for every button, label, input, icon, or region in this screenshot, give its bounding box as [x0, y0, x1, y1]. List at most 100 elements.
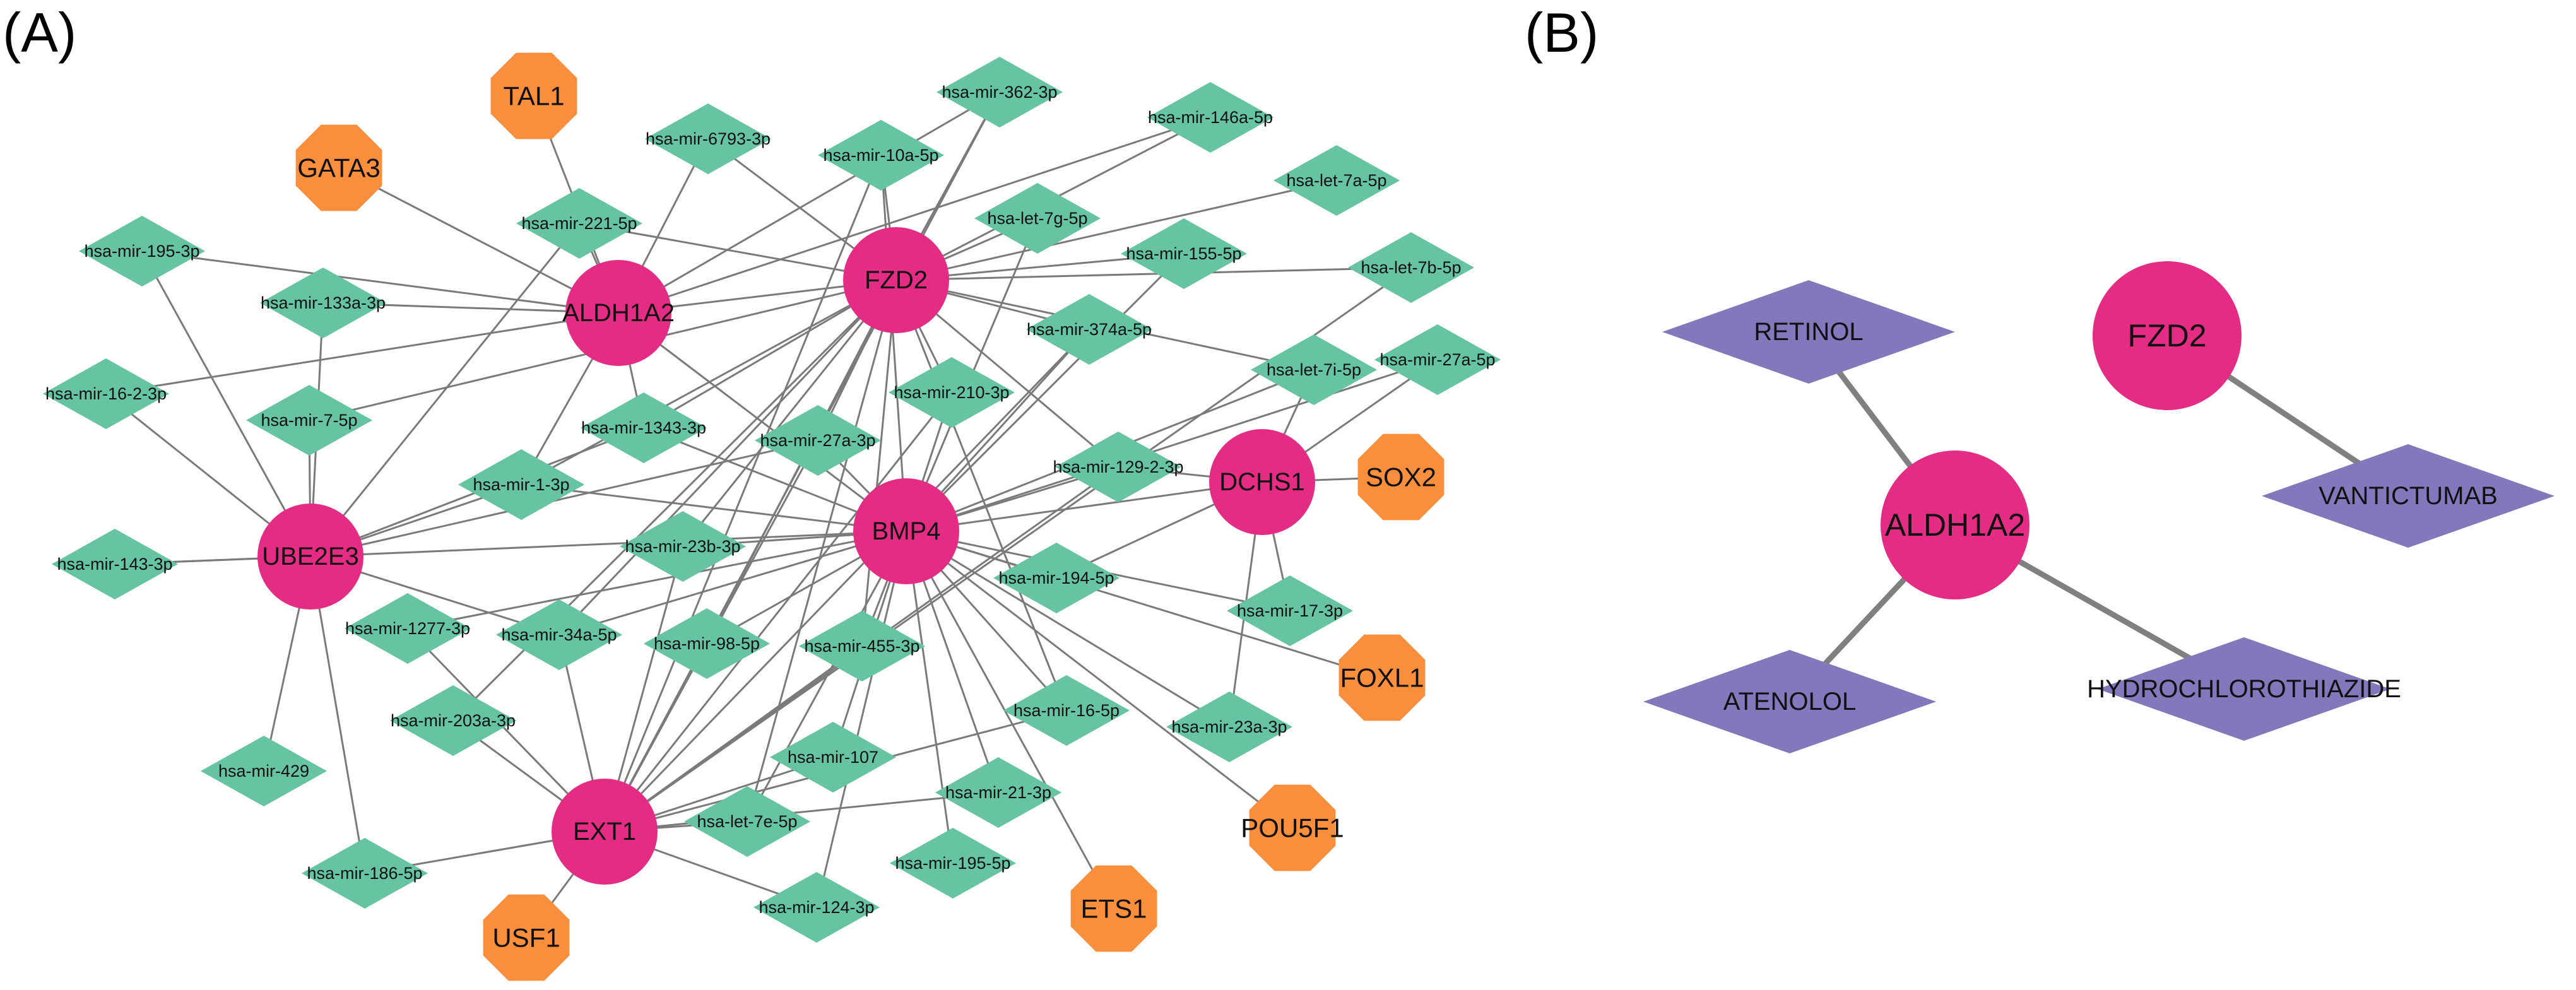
- mirna-node-m195_5[interactable]: hsa-mir-195-5p: [890, 828, 1016, 899]
- edge-m146a-ALDH1A2: [618, 116, 1211, 314]
- mirna-node-m195_3[interactable]: hsa-mir-195-3p: [79, 216, 205, 286]
- mirna-node-m124[interactable]: hsa-mir-124-3p: [753, 872, 880, 943]
- tf-node-foxl1[interactable]: FOXL1: [1338, 634, 1426, 721]
- mirna-node-l7e[interactable]: hsa-let-7e-5p: [684, 786, 810, 857]
- mirna-node-m362[interactable]: hsa-mir-362-3p: [936, 57, 1063, 127]
- mirna-label: hsa-mir-17-3p: [1237, 601, 1343, 620]
- mirna-label: hsa-mir-129-2-3p: [1053, 457, 1183, 476]
- mirna-node-m203a[interactable]: hsa-mir-203a-3p: [390, 685, 516, 756]
- mirna-label: hsa-mir-21-3p: [945, 783, 1051, 802]
- edge-m27a5-BMP4: [906, 358, 1438, 533]
- edge-m1277-BMP4: [407, 530, 907, 630]
- mirna-node-m23b[interactable]: hsa-mir-23b-3p: [620, 511, 746, 582]
- mirna-node-m1277[interactable]: hsa-mir-1277-3p: [345, 593, 471, 664]
- mirna-node-m1[interactable]: hsa-mir-1-3p: [458, 449, 584, 520]
- gene-label: ALDH1A2: [1885, 507, 2025, 543]
- tf-node-usf1[interactable]: USF1: [483, 894, 570, 981]
- tf-node-sox2[interactable]: SOX2: [1357, 433, 1445, 521]
- tf-node-pou5f1[interactable]: POU5F1: [1241, 784, 1344, 871]
- drug-node-retinol[interactable]: RETINOL: [1662, 280, 1955, 384]
- mirna-node-m429[interactable]: hsa-mir-429: [201, 736, 327, 806]
- gene-circle: [843, 227, 949, 333]
- mirna-diamond: [1003, 675, 1130, 746]
- gene-node-b-aldh1a2[interactable]: ALDH1A2: [1881, 451, 2029, 599]
- tf-octagon: [1357, 433, 1445, 521]
- mirna-node-l7b[interactable]: hsa-let-7b-5p: [1348, 232, 1474, 303]
- gene-circle: [2093, 261, 2242, 410]
- mirna-node-m186[interactable]: hsa-mir-186-5p: [302, 838, 428, 909]
- gene-label: FZD2: [2128, 318, 2207, 353]
- mirna-node-l7a[interactable]: hsa-let-7a-5p: [1273, 145, 1400, 216]
- tf-octagon: [1070, 865, 1157, 952]
- gene-label: FZD2: [865, 266, 928, 294]
- mirna-diamond: [799, 611, 925, 681]
- gene-node-ube2e3[interactable]: UBE2E3: [257, 504, 363, 610]
- drug-node-atenolol[interactable]: ATENOLOL: [1643, 650, 1936, 753]
- mirna-node-m98[interactable]: hsa-mir-98-5p: [644, 608, 770, 679]
- mirna-diamond: [390, 685, 516, 756]
- gene-node-bmp4[interactable]: BMP4: [853, 478, 959, 584]
- mirna-label: hsa-mir-23b-3p: [625, 537, 740, 556]
- edge-l7a-FZD2: [895, 179, 1337, 281]
- network-b-nodes: RETINOL VANTICTUMAB ATENOLOL HYDROCHLOROTHI…: [1643, 261, 2555, 753]
- mirna-node-m155[interactable]: hsa-mir-155-5p: [1121, 218, 1247, 289]
- edge-l7e-FZD2: [746, 280, 897, 822]
- mirna-label: hsa-mir-98-5p: [654, 634, 760, 653]
- mirna-diamond: [496, 599, 622, 670]
- gene-circle: [1881, 451, 2029, 599]
- mirna-node-m21[interactable]: hsa-mir-21-3p: [935, 757, 1061, 828]
- tf-node-ets1[interactable]: ETS1: [1070, 865, 1157, 952]
- tf-node-gata3[interactable]: GATA3: [295, 124, 382, 211]
- mirna-node-m7[interactable]: hsa-mir-7-5p: [246, 385, 372, 456]
- mirna-node-m34a[interactable]: hsa-mir-34a-5p: [496, 599, 622, 670]
- gene-node-dchs1[interactable]: DCHS1: [1209, 429, 1315, 535]
- mirna-node-m16_5[interactable]: hsa-mir-16-5p: [1003, 675, 1130, 746]
- mirna-diamond: [1374, 324, 1501, 395]
- mirna-node-m16_2[interactable]: hsa-mir-16-2-3p: [43, 358, 169, 429]
- mirna-node-m27a3[interactable]: hsa-mir-27a-3p: [755, 405, 881, 476]
- gene-node-b-fzd2[interactable]: FZD2: [2093, 261, 2242, 410]
- gene-label: ALDH1A2: [562, 299, 675, 327]
- drug-node-vantictumab[interactable]: VANTICTUMAB: [2262, 444, 2555, 548]
- mirna-diamond: [684, 786, 810, 857]
- mirna-node-m1343[interactable]: hsa-mir-1343-3p: [581, 392, 707, 463]
- mirna-diamond: [645, 103, 771, 174]
- mirna-node-m27a5[interactable]: hsa-mir-27a-5p: [1374, 324, 1501, 395]
- gene-node-fzd2[interactable]: FZD2: [843, 227, 949, 333]
- mirna-node-m133a[interactable]: hsa-mir-133a-3p: [260, 268, 386, 338]
- mirna-label: hsa-mir-195-3p: [84, 242, 199, 261]
- mirna-label: hsa-let-7b-5p: [1361, 258, 1461, 277]
- mirna-label: hsa-mir-203a-3p: [391, 711, 516, 730]
- mirna-label: hsa-mir-210-3p: [894, 383, 1009, 402]
- tf-node-tal1[interactable]: TAL1: [490, 52, 577, 139]
- gene-node-aldh1a2[interactable]: ALDH1A2: [562, 260, 675, 366]
- mirna-diamond: [935, 757, 1061, 828]
- mirna-diamond: [770, 722, 896, 793]
- mirna-node-m194[interactable]: hsa-mir-194-5p: [993, 543, 1120, 613]
- mirna-node-m10a[interactable]: hsa-mir-10a-5p: [818, 120, 944, 191]
- panel-label-b: (B): [1525, 1, 1598, 64]
- mirna-node-m146a[interactable]: hsa-mir-146a-5p: [1147, 82, 1273, 153]
- mirna-node-m143[interactable]: hsa-mir-143-3p: [52, 529, 178, 599]
- mirna-label: hsa-mir-23a-3p: [1171, 717, 1287, 736]
- mirna-label: hsa-mir-194-5p: [998, 569, 1114, 587]
- mirna-diamond: [936, 57, 1063, 127]
- mirna-diamond: [52, 529, 178, 599]
- gene-node-ext1[interactable]: EXT1: [552, 779, 658, 885]
- mirna-node-m6793[interactable]: hsa-mir-6793-3p: [645, 103, 771, 174]
- mirna-node-m221[interactable]: hsa-mir-221-5p: [516, 188, 642, 259]
- mirna-node-m107[interactable]: hsa-mir-107: [770, 722, 896, 793]
- mirna-node-l7g[interactable]: hsa-let-7g-5p: [974, 183, 1101, 254]
- mirna-node-l7i[interactable]: hsa-let-7i-5p: [1251, 334, 1377, 405]
- mirna-node-m374a[interactable]: hsa-mir-374a-5p: [1026, 294, 1152, 365]
- mirna-node-m455[interactable]: hsa-mir-455-3p: [799, 611, 925, 681]
- mirna-node-m210[interactable]: hsa-mir-210-3p: [889, 357, 1015, 428]
- mirna-node-m17[interactable]: hsa-mir-17-3p: [1227, 575, 1353, 646]
- drug-node-hctz[interactable]: HYDROCHLOROTHIAZIDE: [2087, 637, 2401, 741]
- gene-circle: [552, 779, 658, 885]
- mirna-node-m129[interactable]: hsa-mir-129-2-3p: [1053, 432, 1184, 502]
- mirna-label: hsa-mir-186-5p: [307, 864, 422, 883]
- drug-label: VANTICTUMAB: [2319, 482, 2498, 510]
- mirna-node-m23a[interactable]: hsa-mir-23a-3p: [1166, 692, 1292, 762]
- edge-m195_3-UBE2E3: [141, 250, 312, 557]
